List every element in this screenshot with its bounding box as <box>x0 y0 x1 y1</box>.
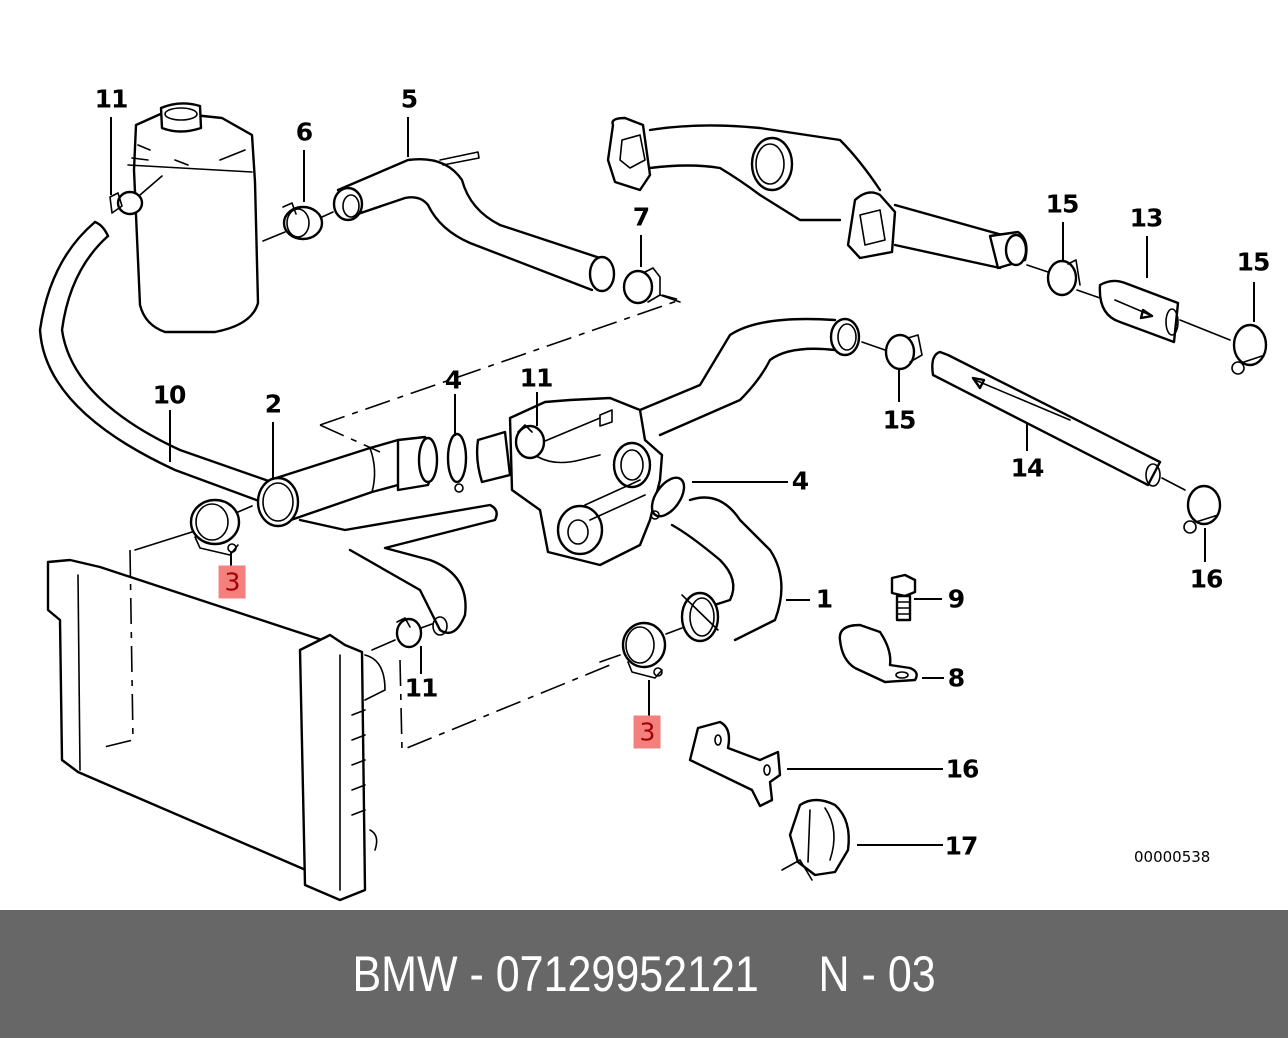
hose-10 <box>38 220 282 507</box>
leader-4a <box>454 394 456 436</box>
hose-5 <box>332 151 616 293</box>
callout-7[interactable]: 7 <box>632 202 650 232</box>
clamp-4-right <box>650 476 686 520</box>
callout-10[interactable]: 10 <box>152 380 187 410</box>
leader-11a <box>110 117 112 195</box>
water-pump <box>508 396 664 567</box>
hose-12 <box>1098 279 1231 344</box>
part-number-label: BMW - 07129952121 N - 03 <box>352 946 936 1002</box>
callout-13[interactable]: 14 <box>1010 453 1045 483</box>
leader-6 <box>303 150 305 202</box>
clamp-7 <box>622 267 681 305</box>
leader-4b <box>692 481 788 483</box>
callout-3-highlighted[interactable]: 3 <box>218 565 246 599</box>
assembly-lines <box>99 294 683 752</box>
leader-12 <box>1146 236 1148 278</box>
leader-15a <box>1253 282 1255 322</box>
leader-15c <box>1204 528 1206 562</box>
clamp-3-left <box>134 498 253 556</box>
callout-11[interactable]: 11 <box>519 363 554 393</box>
callout-4[interactable]: 4 <box>791 466 809 496</box>
callout-11[interactable]: 11 <box>94 84 129 114</box>
clamp-15-low <box>1183 484 1222 534</box>
callout-14[interactable]: 15 <box>1045 189 1080 219</box>
leader-9 <box>914 598 942 600</box>
callout-15[interactable]: 15 <box>1236 247 1271 277</box>
leader-10 <box>169 410 171 462</box>
hose-1 <box>670 496 783 643</box>
callout-4[interactable]: 4 <box>444 365 462 395</box>
metal-pipe <box>606 116 1028 270</box>
clamp-3-right <box>599 621 683 679</box>
callout-17[interactable]: 17 <box>944 831 979 861</box>
leader-3a <box>230 552 232 568</box>
radiator <box>46 558 386 902</box>
bolt-9 <box>890 573 917 622</box>
leader-8 <box>922 677 944 679</box>
leader-2 <box>272 422 274 480</box>
leader-11b <box>536 392 538 426</box>
parts-diagram: 11 5 6 7 15 13 15 15 14 16 10 2 4 11 4 1… <box>38 84 1271 902</box>
leader-3b <box>648 680 650 716</box>
clamp-6 <box>262 202 334 242</box>
diagram-reference-code: 00000538 <box>1134 848 1211 866</box>
leader-16 <box>787 768 943 770</box>
clamp-11-radiator <box>371 617 433 651</box>
clamp-15-mid <box>884 333 923 371</box>
bracket-16 <box>688 720 782 808</box>
callout-5[interactable]: 5 <box>400 84 418 114</box>
leader-17 <box>857 844 943 846</box>
bypass-pipe <box>298 503 498 636</box>
leader-5 <box>407 117 409 157</box>
clamp-4-left <box>446 430 512 493</box>
clamp-15-top <box>1231 323 1268 375</box>
hose-upper-right <box>638 317 886 437</box>
leader-15b <box>898 368 900 402</box>
part-number-footer: BMW - 07129952121 N - 03 <box>0 910 1288 1038</box>
clamp-14 <box>1026 259 1101 299</box>
callout-12[interactable]: 13 <box>1129 203 1164 233</box>
callout-2[interactable]: 2 <box>264 389 282 419</box>
callout-9[interactable]: 9 <box>947 584 965 614</box>
diagram-line-art <box>38 102 1268 902</box>
callout-6[interactable]: 6 <box>295 117 313 147</box>
hose-2 <box>256 435 439 528</box>
callout-8[interactable]: 8 <box>947 663 965 693</box>
clip-17 <box>781 798 850 881</box>
holder-8 <box>838 623 918 684</box>
expansion-tank <box>127 102 260 334</box>
callout-16[interactable]: 16 <box>945 754 980 784</box>
leader-13 <box>1026 423 1028 451</box>
callout-15[interactable]: 15 <box>882 405 917 435</box>
callout-15[interactable]: 16 <box>1189 564 1224 594</box>
leader-14 <box>1062 222 1064 262</box>
callout-1[interactable]: 1 <box>815 584 833 614</box>
leader-7 <box>640 235 642 267</box>
leader-1 <box>786 599 810 601</box>
leader-11c <box>420 646 422 674</box>
clamp-11-tank <box>109 190 144 216</box>
hose-13 <box>931 350 1186 491</box>
callout-11[interactable]: 11 <box>404 673 439 703</box>
callout-3-highlighted[interactable]: 3 <box>633 715 661 749</box>
